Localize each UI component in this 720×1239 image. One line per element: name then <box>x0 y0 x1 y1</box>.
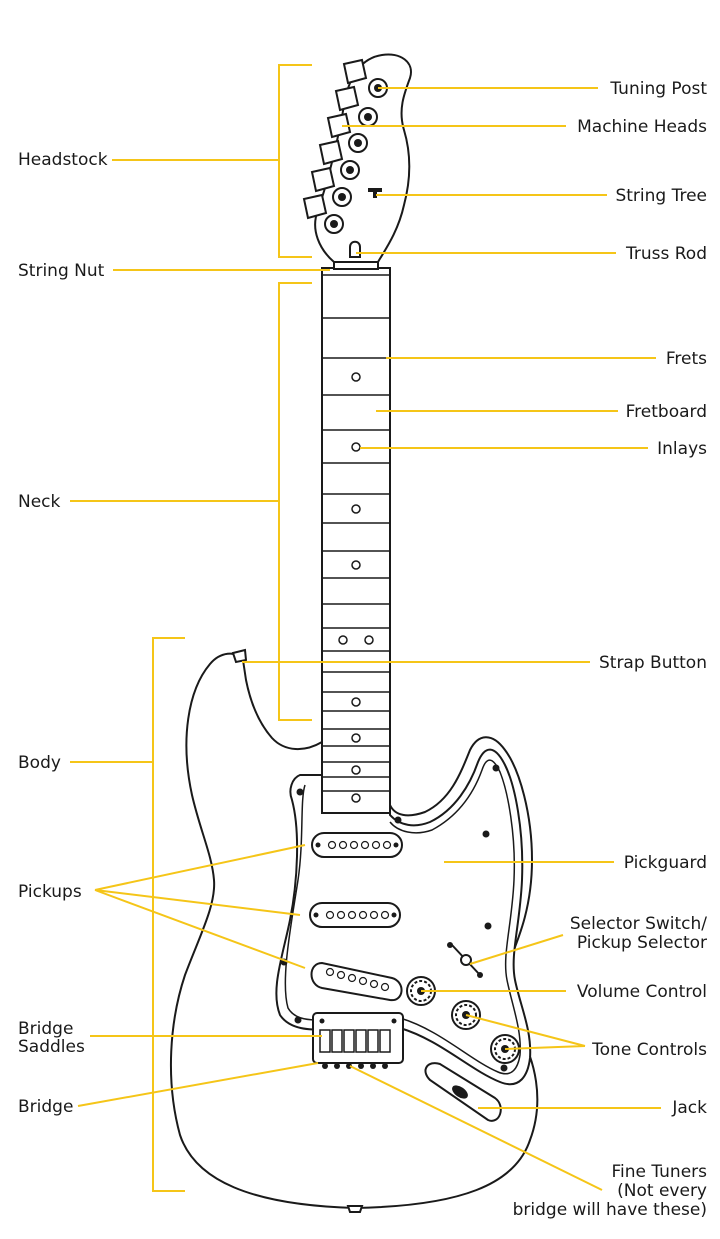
fret-lines <box>322 274 390 792</box>
label-fine-tuners-line2: (Not every <box>617 1181 707 1201</box>
label-string-nut: String Nut <box>18 261 105 281</box>
tone-controls-leader <box>465 1014 586 1050</box>
label-pickups: Pickups <box>18 882 82 902</box>
label-string-tree: String Tree <box>615 186 707 206</box>
fine-tuners <box>322 1063 388 1069</box>
label-leaders <box>70 64 661 1192</box>
truss-rod-cover <box>349 240 361 258</box>
pickups-leaders <box>94 844 306 969</box>
fine-tuners-leader <box>349 1065 603 1191</box>
headstock <box>314 53 412 263</box>
label-machine-heads: Machine Heads <box>577 117 707 137</box>
fret-inlays <box>338 372 374 803</box>
selector-switch-leader <box>469 934 564 965</box>
label-jack: Jack <box>671 1098 707 1118</box>
guitar-illustration <box>169 53 539 1213</box>
label-tuning-post: Tuning Post <box>609 79 707 99</box>
label-fine-tuners-line1: Fine Tuners <box>611 1162 707 1182</box>
strap-button-top <box>231 648 248 664</box>
pickup-bridge <box>310 961 403 1002</box>
label-body: Body <box>18 753 61 773</box>
machine-heads <box>302 58 368 220</box>
selector-switch <box>447 942 483 978</box>
label-inlays: Inlays <box>657 439 707 459</box>
label-bridge: Bridge <box>18 1097 73 1117</box>
labels-right: Tuning Post Machine Heads String Tree Tr… <box>513 79 708 1220</box>
label-tone-controls: Tone Controls <box>591 1040 707 1060</box>
label-frets: Frets <box>666 349 707 369</box>
labels-left: Headstock String Nut Neck Body Pickups B… <box>18 150 108 1117</box>
label-volume-control: Volume Control <box>577 982 707 1002</box>
bridge-saddles <box>319 1029 391 1053</box>
label-fine-tuners-line3: bridge will have these) <box>513 1200 707 1220</box>
label-strap-button: Strap Button <box>599 653 707 673</box>
label-headstock: Headstock <box>18 150 108 170</box>
label-neck: Neck <box>18 492 61 512</box>
body-bracket <box>70 637 185 1192</box>
label-fretboard: Fretboard <box>626 402 707 422</box>
neck-bracket <box>70 282 312 721</box>
pickup-middle <box>309 902 401 928</box>
label-bridge-saddles-line1: Bridge <box>18 1019 73 1039</box>
strap-button-bottom <box>346 1205 364 1213</box>
bridge-leader <box>77 1062 319 1107</box>
label-selector-switch-line2: Pickup Selector <box>577 933 707 953</box>
guitar-neck <box>321 267 391 814</box>
label-pickguard: Pickguard <box>624 853 707 873</box>
pickguard-inner-line <box>284 759 521 1075</box>
string-nut <box>333 261 379 270</box>
label-selector-switch-line1: Selector Switch/ <box>570 914 707 934</box>
string-tree <box>368 188 382 198</box>
output-jack <box>424 1062 502 1122</box>
label-truss-rod: Truss Rod <box>625 244 707 264</box>
pickup-neck <box>311 832 403 858</box>
label-bridge-saddles-line2: Saddles <box>18 1037 85 1057</box>
headstock-bracket <box>112 64 312 258</box>
bridge-assembly <box>312 1012 404 1069</box>
